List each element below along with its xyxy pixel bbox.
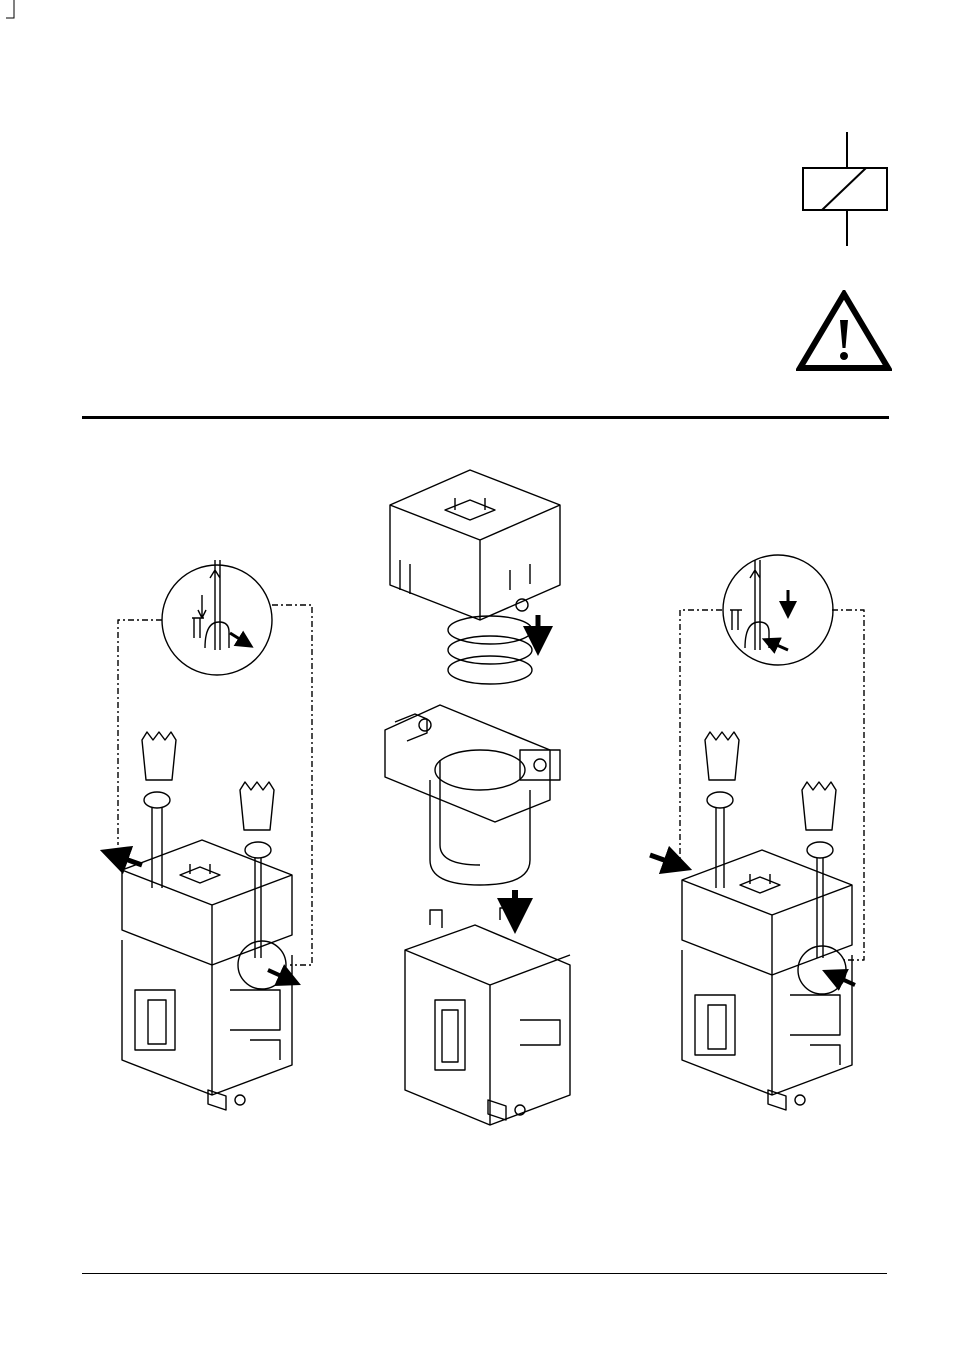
section-divider: [82, 416, 889, 419]
coil-exchange-illustration: [90, 460, 890, 1140]
warning-triangle-icon: [796, 290, 892, 372]
detail-magnifier-left: [162, 565, 272, 675]
crop-mark: [6, 0, 16, 20]
coil-relay-symbol-icon: [800, 130, 892, 248]
step-remove-cover: [114, 560, 312, 1110]
step-exchange-coil: [385, 470, 570, 1125]
step-reinsert-cover: [650, 555, 864, 1110]
footer-divider: [82, 1273, 887, 1274]
